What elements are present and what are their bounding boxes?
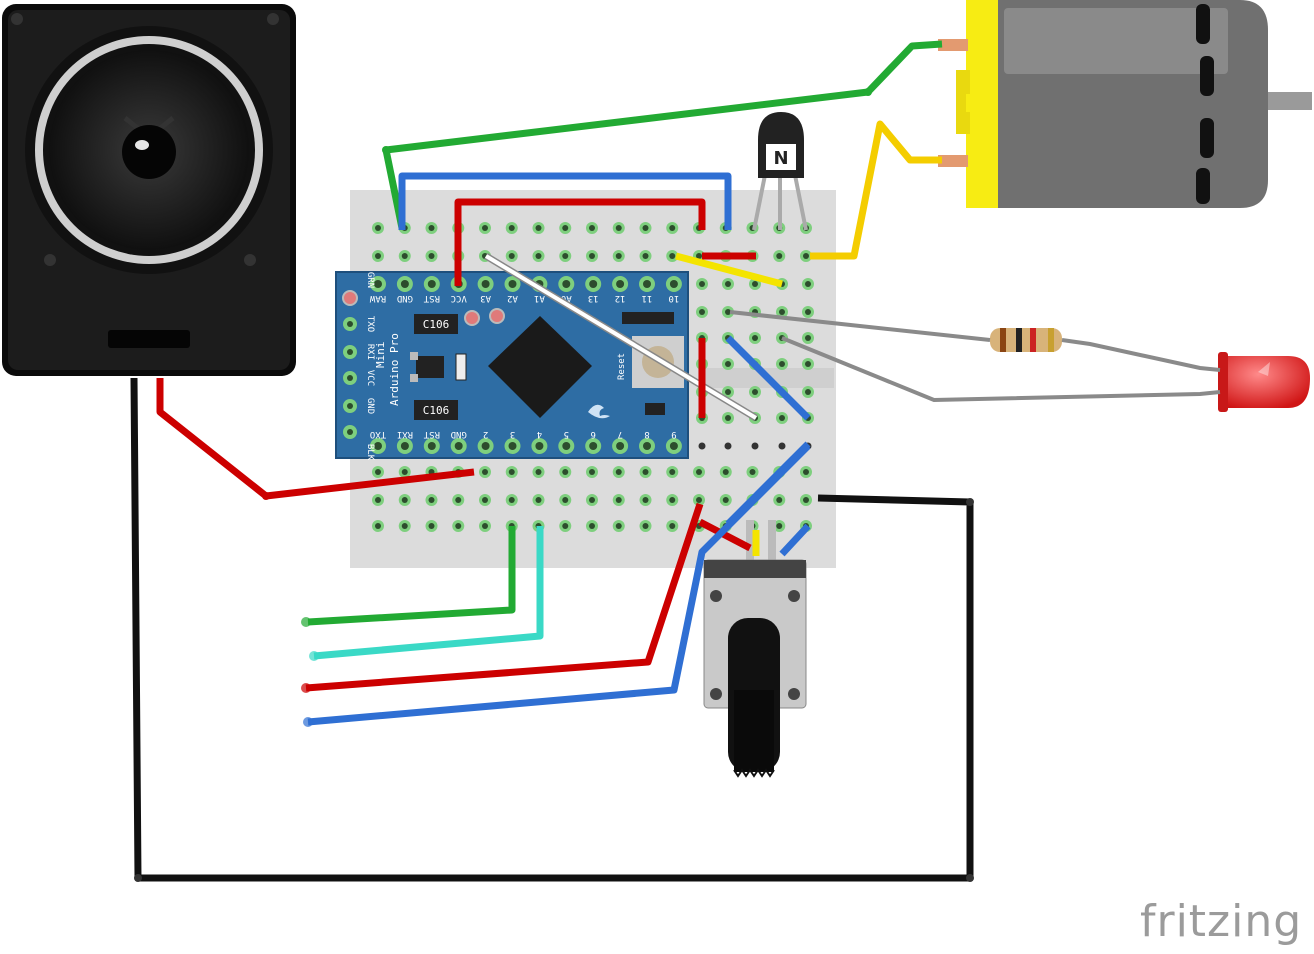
speaker xyxy=(2,4,296,376)
left-pin-label: TXO xyxy=(365,316,375,332)
logo-icon xyxy=(588,404,610,419)
wire-blue-top xyxy=(398,172,732,230)
resistor xyxy=(990,328,1062,352)
voltage-regulator xyxy=(416,356,444,378)
top-pin-label: 11 xyxy=(642,293,653,303)
wire-pot-red xyxy=(305,502,704,692)
capacitor-top-label: C106 xyxy=(423,318,450,331)
wire-speaker-red xyxy=(156,378,475,500)
model-label: Mini xyxy=(374,342,387,369)
board-pins xyxy=(343,276,682,454)
bottom-pin-label: RST xyxy=(423,429,440,439)
top-pin-label: RAW xyxy=(369,293,386,303)
left-pin-label: GRN xyxy=(365,272,375,288)
bottom-pin-label: 9 xyxy=(671,429,676,439)
bottom-pin-label: TXO xyxy=(370,429,386,439)
bottom-pin-label: 8 xyxy=(644,429,649,439)
transistor-mark: N xyxy=(773,148,788,169)
arduino-pro-mini: C106 C106 Reset Arduino Pro Mini xyxy=(335,271,689,459)
potentiometer xyxy=(703,520,807,778)
left-pin-label: GND xyxy=(365,398,375,414)
top-pin-label: A2 xyxy=(507,293,518,303)
npn-transistor: N xyxy=(752,112,808,231)
bottom-pin-label: RXI xyxy=(397,429,413,439)
left-pin-label: RXI xyxy=(365,344,375,360)
top-pin-label: 12 xyxy=(615,293,626,303)
bottom-pin-label: 3 xyxy=(510,429,515,439)
top-pin-label: A3 xyxy=(480,293,491,303)
capacitor-bottom xyxy=(414,400,458,420)
top-pin-label: A0 xyxy=(561,293,572,303)
bottom-pin-label: 6 xyxy=(590,429,595,439)
wire-green-bottom xyxy=(307,526,516,626)
wire-yellow-short xyxy=(675,252,783,288)
microcontroller-chip xyxy=(488,316,592,418)
bottom-pin-label: GND xyxy=(451,429,467,439)
wire-cyan-bottom xyxy=(313,526,544,660)
bottom-pin-label: 2 xyxy=(483,429,488,439)
top-pin-label: RST xyxy=(423,293,440,303)
top-pin-label: 13 xyxy=(588,293,599,303)
bottom-pin-label: 7 xyxy=(617,429,622,439)
wire-pot-blue xyxy=(307,443,811,726)
wire-red-top xyxy=(454,198,706,286)
capacitor-bottom-label: C106 xyxy=(423,404,450,417)
top-pin-label: A1 xyxy=(534,293,545,303)
left-pin-label: VCC xyxy=(365,370,375,386)
bottom-pin-label: 4 xyxy=(537,429,542,439)
brand-label: Arduino Pro xyxy=(388,333,401,406)
wire-motor-yellow xyxy=(810,120,942,260)
capacitor-top xyxy=(414,314,458,334)
wire-blue-right-1 xyxy=(725,335,811,421)
wire-gray-resistor xyxy=(729,310,991,342)
reset-label: Reset xyxy=(617,353,627,380)
red-led xyxy=(1218,352,1310,412)
wire-gray-led-anode xyxy=(1061,338,1221,372)
top-pin-label: GND xyxy=(397,293,413,303)
dc-motor xyxy=(938,0,1312,208)
fritzing-watermark: fritzing xyxy=(1140,896,1303,947)
top-pin-label: 10 xyxy=(668,293,679,303)
left-pin-label: BLK xyxy=(365,444,375,461)
top-pin-label: VCC xyxy=(451,293,467,303)
wires xyxy=(130,40,1221,882)
wire-blue-right-3 xyxy=(779,523,811,557)
wire-gray-led-cathode xyxy=(781,336,1221,403)
bottom-pin-label: 5 xyxy=(564,429,569,439)
